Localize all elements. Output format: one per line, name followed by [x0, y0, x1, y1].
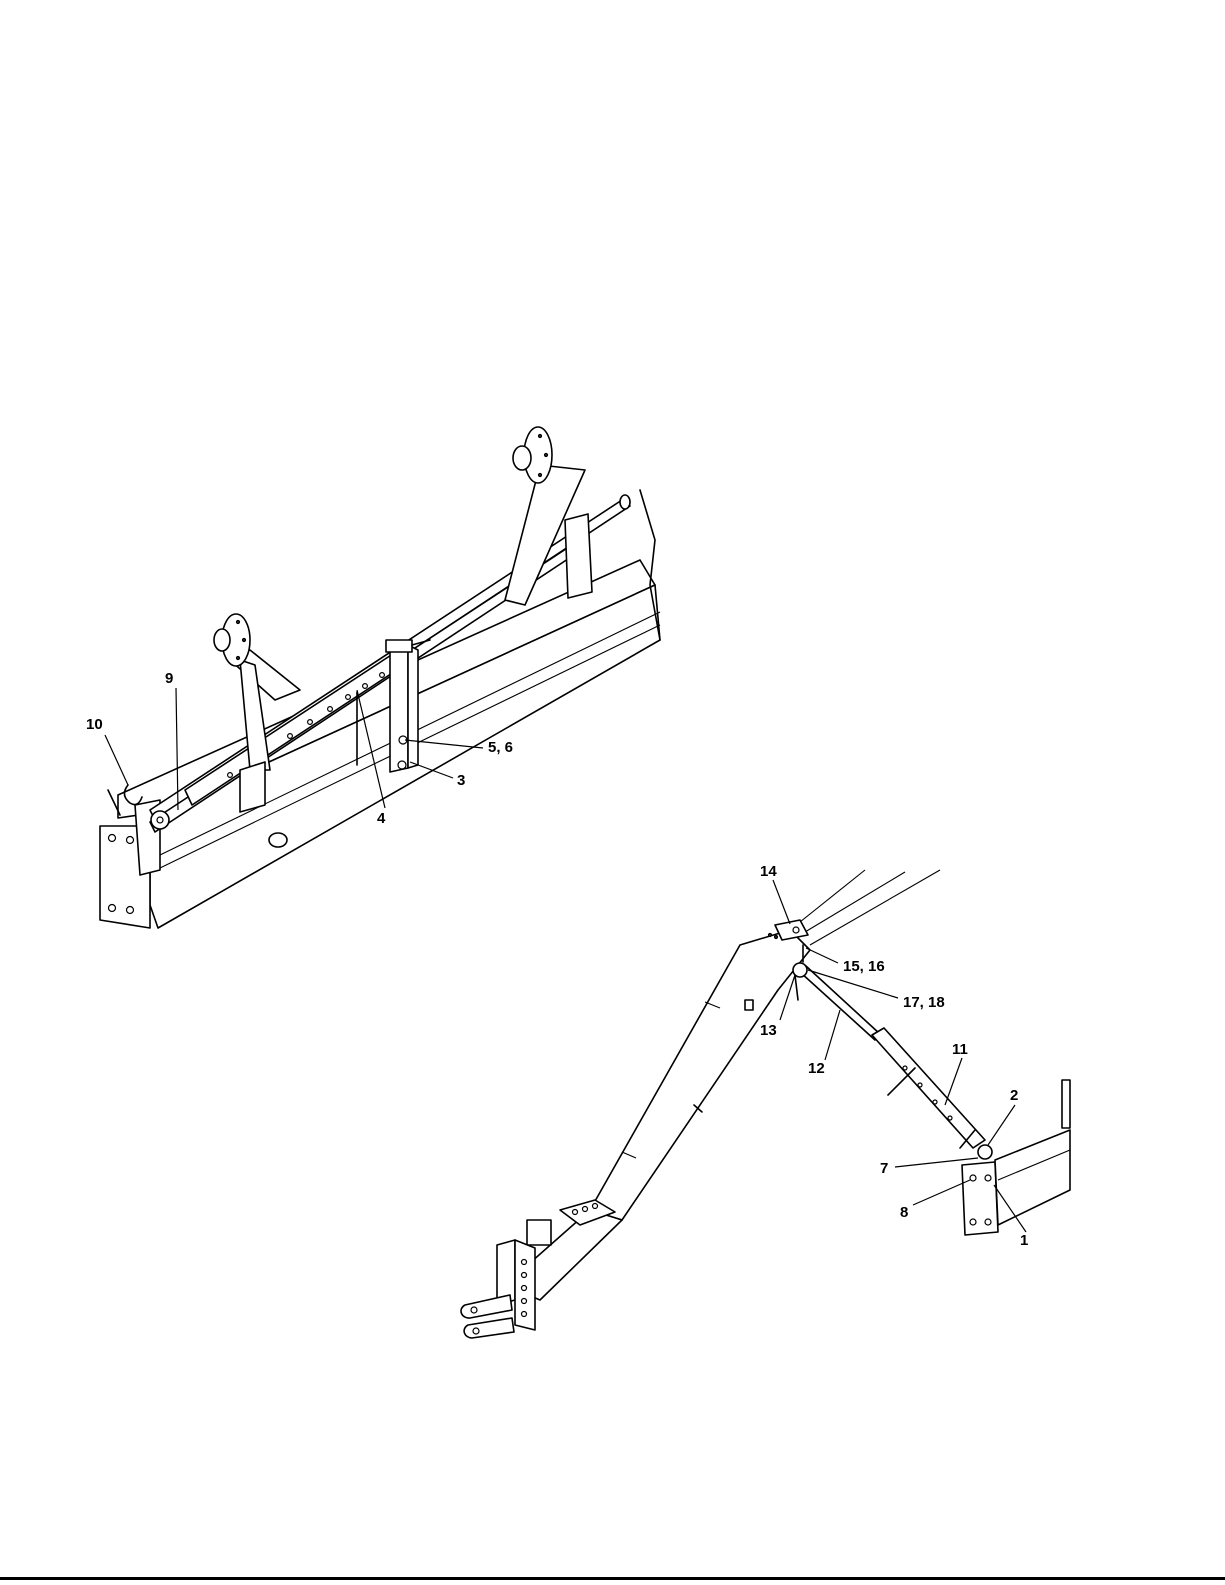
tube-hole	[346, 695, 351, 700]
callout-11: 11	[952, 1041, 968, 1058]
hitch-bracket-hole	[522, 1286, 527, 1291]
rear-beam	[995, 1130, 1070, 1225]
leader-10	[105, 735, 128, 785]
bracket-bolt	[774, 935, 777, 938]
leader-12	[825, 1010, 840, 1060]
frame-rail	[810, 870, 940, 945]
hub-stud	[538, 473, 541, 476]
tube-hole	[288, 734, 293, 739]
turnbuckle-hole	[933, 1100, 937, 1104]
clevis-plate-upper	[461, 1295, 512, 1318]
callout-14: 14	[760, 863, 777, 880]
hub-stud	[538, 434, 541, 437]
rear-plate	[962, 1162, 998, 1235]
left-hub-spindle	[214, 629, 230, 651]
lower-pivot	[269, 833, 287, 847]
callout-7: 7	[880, 1160, 888, 1177]
leader-14	[773, 880, 790, 924]
right-hub-spindle	[513, 446, 531, 470]
turnbuckle-tube	[872, 1028, 985, 1148]
clevis-hole	[473, 1328, 479, 1334]
rear-plate-hole	[970, 1175, 976, 1181]
rear-plate-hole	[985, 1219, 991, 1225]
bottom-rule	[0, 1577, 1225, 1580]
turnbuckle-hole	[948, 1116, 952, 1120]
callout-17-18: 17, 18	[903, 994, 945, 1011]
toolbar-frame-illustration	[100, 427, 660, 928]
clevis-plate-lower	[464, 1318, 514, 1338]
callout-9: 9	[165, 670, 173, 687]
frame-rail	[800, 872, 905, 935]
clamp-bolt	[398, 761, 406, 769]
rod-end	[620, 495, 630, 509]
pivot-bolt	[795, 975, 798, 1000]
square-post	[565, 514, 592, 598]
tube-hole	[328, 707, 333, 712]
tube-hole	[228, 773, 233, 778]
hitch-bracket-hole	[522, 1312, 527, 1317]
hitch-box-hole	[573, 1210, 578, 1215]
callout-13: 13	[760, 1022, 777, 1039]
hitch-bracket-hole	[522, 1273, 527, 1278]
hub-stud	[236, 620, 239, 623]
clevis-pin-center	[157, 817, 163, 823]
tube-hole	[308, 720, 313, 725]
tongue-upper	[590, 930, 810, 1220]
leader-2	[988, 1105, 1015, 1145]
hitch-tongue-illustration	[461, 870, 1070, 1338]
callout-3: 3	[457, 772, 465, 789]
hub-stud	[242, 638, 245, 641]
top-bracket-hole	[793, 927, 799, 933]
turnbuckle-pin	[888, 1068, 915, 1095]
callout-10: 10	[86, 716, 103, 733]
callout-1: 1	[1020, 1232, 1028, 1249]
callout-5-6: 5, 6	[488, 739, 513, 756]
leader-15-16	[806, 948, 838, 963]
rear-post	[1062, 1080, 1070, 1128]
clamp-bracket	[390, 645, 408, 772]
hitch-bracket-hole	[522, 1299, 527, 1304]
rear-clevis-pin	[978, 1145, 992, 1159]
callout-15-16: 15, 16	[843, 958, 885, 975]
hitch-block	[527, 1220, 551, 1245]
callout-12: 12	[808, 1060, 825, 1077]
clamp-bracket-side	[408, 645, 418, 768]
hub-stud	[236, 656, 239, 659]
callout-4: 4	[377, 810, 386, 827]
end-plate-hole	[109, 905, 116, 912]
tube-hole	[380, 673, 385, 678]
rear-plate-hole	[970, 1219, 976, 1225]
hitch-bracket-hole	[522, 1260, 527, 1265]
tongue-tab	[745, 1000, 753, 1010]
hitch-box-hole	[583, 1207, 588, 1212]
leader-11	[945, 1058, 962, 1105]
turnbuckle-hole	[918, 1083, 922, 1087]
end-plate-hole	[127, 837, 134, 844]
turnbuckle-hole	[903, 1066, 907, 1070]
end-plate-hole	[109, 835, 116, 842]
tube-hole	[363, 684, 368, 689]
hitch-box-hole	[593, 1204, 598, 1209]
callout-2: 2	[1010, 1087, 1018, 1104]
clamp-top	[386, 640, 412, 652]
end-plate-hole	[127, 907, 134, 914]
lower-support	[240, 762, 265, 812]
hub-stud	[544, 453, 547, 456]
turnbuckle-rod	[806, 966, 880, 1034]
bracket-bolt	[768, 933, 771, 936]
rear-plate-hole	[985, 1175, 991, 1181]
clevis-hole	[471, 1307, 477, 1313]
turnbuckle-rod	[800, 972, 875, 1040]
top-bracket	[775, 920, 808, 940]
callout-8: 8	[900, 1204, 908, 1221]
leader-8	[913, 1180, 970, 1205]
